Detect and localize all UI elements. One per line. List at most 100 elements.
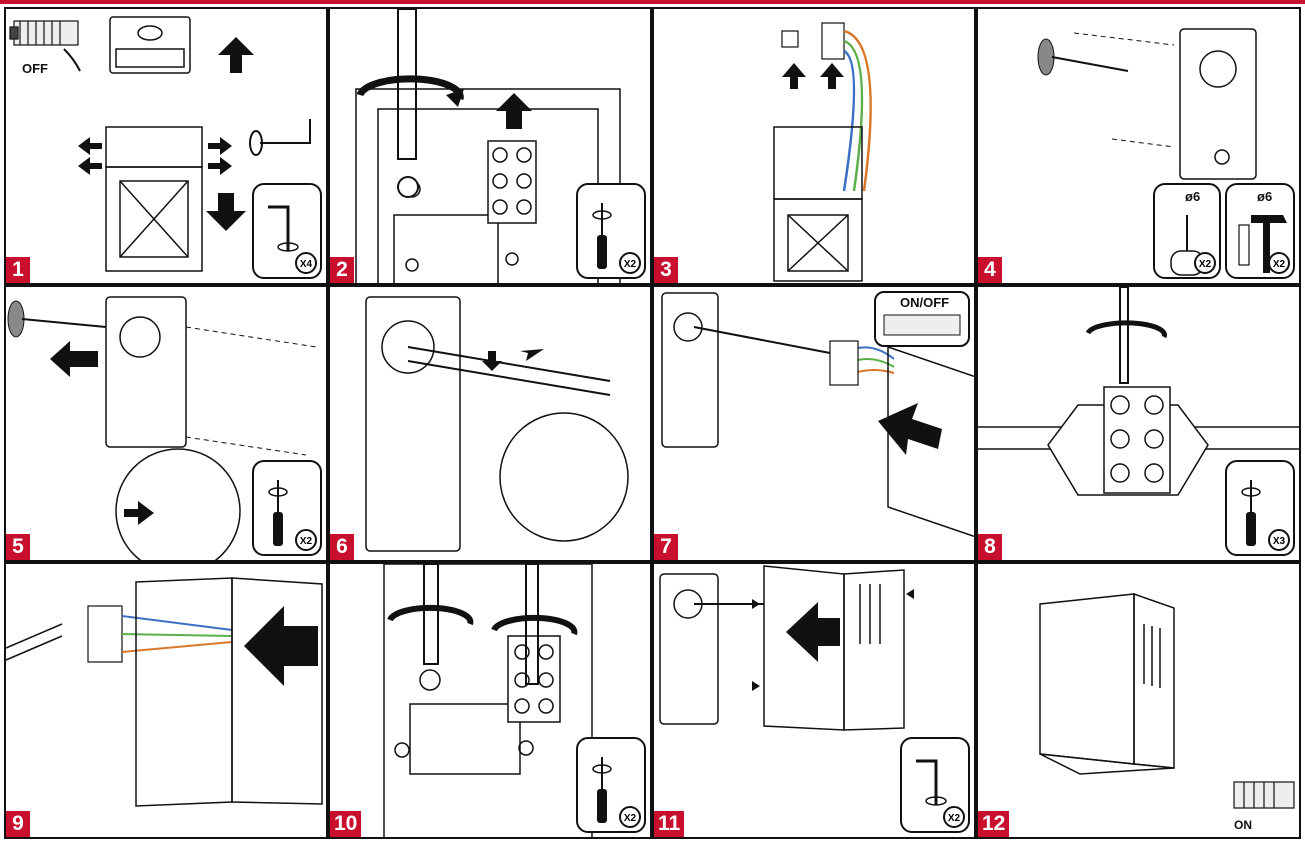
rotation-arrow-icon [1085, 320, 1167, 339]
step-8-number: 8 [978, 534, 1002, 560]
left-arrow-icon [50, 341, 98, 377]
step-6-number: 6 [330, 534, 354, 560]
big-arrow-icon [878, 403, 942, 455]
step-12-number: 12 [978, 811, 1010, 837]
terminal-block-icon [487, 140, 537, 224]
step-5-multiplier: X2 [295, 529, 317, 551]
screwdriver-icon [1119, 287, 1129, 384]
back-plate-icon [661, 292, 719, 448]
allen-key-icon [916, 759, 947, 806]
rotation-arrow-icon [356, 75, 464, 101]
screwdriver-icon [268, 480, 288, 546]
side-arrows-icon [78, 137, 232, 175]
step-10-multiplier: X2 [619, 806, 641, 828]
step-8-multiplier: X3 [1268, 529, 1290, 551]
step-12-illustration [1039, 592, 1295, 809]
step-11-tool-box: X2 [900, 737, 970, 833]
step-panel-8: X3 8 [976, 285, 1301, 562]
screwdriver-icon [397, 9, 419, 198]
step-2-multiplier: X2 [619, 252, 641, 274]
step-panel-7: ON/OFF 7 [652, 285, 976, 562]
step-1-tool-box: X4 [252, 183, 322, 279]
step-1-number: 1 [6, 257, 30, 283]
step-4-drill-multiplier: X2 [1194, 252, 1216, 274]
step-1-multiplier: X4 [295, 252, 317, 274]
wires-icon [842, 29, 872, 192]
hammer-icon [1238, 215, 1287, 273]
step-panel-2: X2 2 [328, 7, 652, 285]
step-4-hammer-box: ø6 X2 [1225, 183, 1295, 279]
down-arrow-icon [482, 351, 502, 371]
step-panel-10: X2 10 [328, 562, 652, 839]
step-9-illustration [6, 577, 323, 807]
up-arrow-icon [218, 37, 254, 73]
step-6-illustration [365, 296, 629, 552]
breaker-switch-icon [9, 20, 81, 72]
housing-cover-icon [763, 565, 905, 731]
step-11-number: 11 [654, 811, 685, 837]
step-7-number: 7 [654, 534, 678, 560]
terminal-block-icon [1103, 386, 1171, 494]
step-4-hammer-multiplier: X2 [1268, 252, 1290, 274]
housing-box-icon [773, 126, 863, 282]
small-arrow-icon [744, 681, 760, 691]
step-panel-1: OFF X4 1 [4, 7, 328, 285]
step-5-number: 5 [6, 534, 30, 560]
step-7-switch-box: ON/OFF [874, 291, 970, 347]
down-arrow-icon [206, 193, 246, 231]
screwdriver-icon [423, 564, 539, 685]
step-9-number: 9 [6, 811, 30, 837]
step-4-plug-diameter: ø6 [1257, 189, 1273, 204]
housing-box-icon [105, 126, 203, 272]
housing-box-icon [135, 577, 323, 807]
step-panel-9: 9 [4, 562, 328, 839]
screwdriver-icon [592, 757, 612, 823]
step-4-drill-box: ø6 X2 [1153, 183, 1221, 279]
cover-plate-icon [109, 16, 191, 74]
step-8-tool-box: X3 [1225, 460, 1295, 556]
arrow-icon [520, 349, 544, 361]
wires-icon [121, 615, 233, 653]
breaker-switch-icon [883, 314, 961, 336]
wall-hole-icon [7, 300, 25, 338]
up-arrow-icon [782, 63, 806, 89]
step-11-multiplier: X2 [943, 806, 965, 828]
screwdriver-icon [592, 203, 612, 269]
step-1-illustration [9, 16, 311, 272]
instruction-grid: OFF X4 1 [4, 7, 1301, 839]
housing-box-icon [887, 345, 974, 538]
small-arrow-icon [744, 599, 760, 609]
step-10-illustration [383, 564, 593, 837]
step-4-drill-diameter: ø6 [1185, 189, 1201, 204]
step-10-tool-box: X2 [576, 737, 646, 833]
step-11-illustration [659, 565, 922, 731]
back-plate-icon [1179, 28, 1257, 180]
rotation-arrow-icon [387, 604, 474, 626]
breaker-switch-icon [1233, 781, 1295, 809]
finished-housing-icon [1039, 592, 1175, 775]
step-3-illustration [773, 22, 872, 282]
step-1-label: OFF [22, 61, 48, 76]
step-4-illustration [1037, 28, 1257, 180]
step-panel-12: ON 12 [976, 562, 1301, 839]
big-arrow-icon [244, 606, 318, 686]
screwdriver-icon [1241, 480, 1261, 546]
step-10-number: 10 [330, 811, 362, 837]
step-5-illustration [7, 296, 317, 560]
terminal-block-icon [507, 635, 561, 723]
allen-key-icon [268, 205, 299, 252]
wall-hole-icon [1037, 38, 1055, 76]
up-arrow-icon [820, 63, 844, 89]
housing-interior-icon [383, 564, 593, 837]
step-7-label: ON/OFF [900, 295, 950, 310]
terminal-block-icon [829, 340, 859, 386]
back-plate-icon [659, 573, 719, 725]
step-panel-11: X2 11 [652, 562, 976, 839]
step-2-number: 2 [330, 257, 354, 283]
step-3-number: 3 [654, 257, 678, 283]
zoom-circle-icon [499, 412, 629, 542]
step-2-tool-box: X2 [576, 183, 646, 279]
step-panel-4: ø6 X2 ø6 X2 4 [976, 7, 1301, 285]
up-arrow-icon [496, 93, 532, 129]
step-8-illustration [978, 287, 1299, 496]
